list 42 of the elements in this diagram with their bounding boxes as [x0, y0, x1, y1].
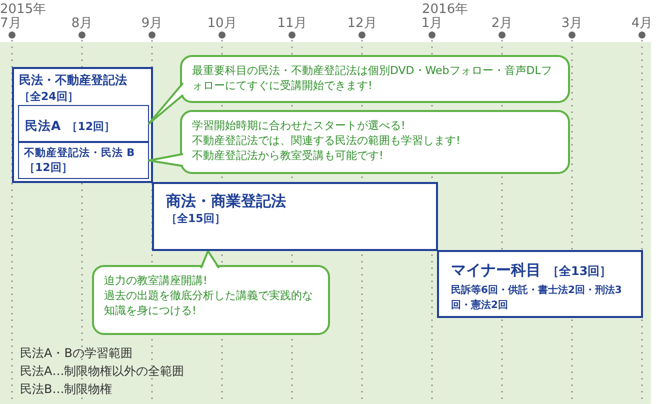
callout-text: 迫力の教室講座開講!: [104, 273, 208, 288]
course-title: 民法A: [25, 118, 61, 135]
month-label: 10月: [207, 15, 237, 32]
course-title: 不動産登記法・民法 B: [24, 146, 135, 160]
note-text: 民法A…制限物権以外の全範囲: [20, 363, 184, 380]
callout-text: 過去の出題を徹底分析した講義で実践的な知識を身につける!: [104, 288, 314, 318]
session-count: ［全15回］: [166, 211, 226, 226]
month-label: 12月: [347, 15, 377, 32]
month-label: 3月: [561, 15, 583, 32]
callout-text: 不動産登記法から教室受講も可能です!: [192, 148, 384, 163]
callout-bubble: [180, 55, 570, 103]
month-label: 2月: [491, 15, 513, 32]
month-label: 11月: [277, 15, 307, 32]
callout-text: 不動産登記法では、関連する民法の範囲も学習します!: [192, 133, 460, 148]
session-count: ［12回］: [24, 160, 72, 175]
subject-list: 民訴等6回・供託・書士法2回・刑法3回・憲法2回: [451, 283, 629, 313]
callout-text: 学習開始時期に合わせたスタートが選べる!: [192, 118, 406, 133]
callout-tail: [148, 82, 184, 124]
callout-bubble: [92, 265, 330, 335]
year-label: 2016年: [422, 1, 468, 17]
month-label: 1月: [421, 15, 443, 32]
year-label: 2015年: [0, 1, 46, 17]
course-title: マイナー科目: [451, 261, 541, 280]
course-box: [152, 182, 438, 251]
callout-bubble: [180, 110, 570, 174]
course-box: [437, 250, 643, 318]
callout-tail: [200, 250, 220, 269]
note-text: 民法A・Bの学習範囲: [20, 345, 132, 362]
session-count: ［全13回］: [547, 263, 612, 280]
callout-tail: [148, 153, 184, 167]
session-count: ［全24回］: [19, 89, 78, 104]
course-title: 商法・商業登記法: [166, 192, 286, 211]
month-label: 9月: [141, 15, 163, 32]
month-label: 7月: [0, 15, 22, 32]
session-count: ［12回］: [66, 119, 115, 134]
sub-course-box: [18, 142, 149, 179]
course-box: [12, 67, 153, 183]
note-text: 民法B…制限物権: [20, 381, 112, 398]
course-title: 民法・不動産登記法: [19, 72, 127, 89]
month-label: 4月: [631, 15, 653, 32]
month-label: 8月: [71, 15, 93, 32]
callout-text: 最重要科目の民法・不動産登記法は個別DVD・Webフォロー・音声DLフォローにてすぐに受講開始できます!: [192, 63, 553, 93]
